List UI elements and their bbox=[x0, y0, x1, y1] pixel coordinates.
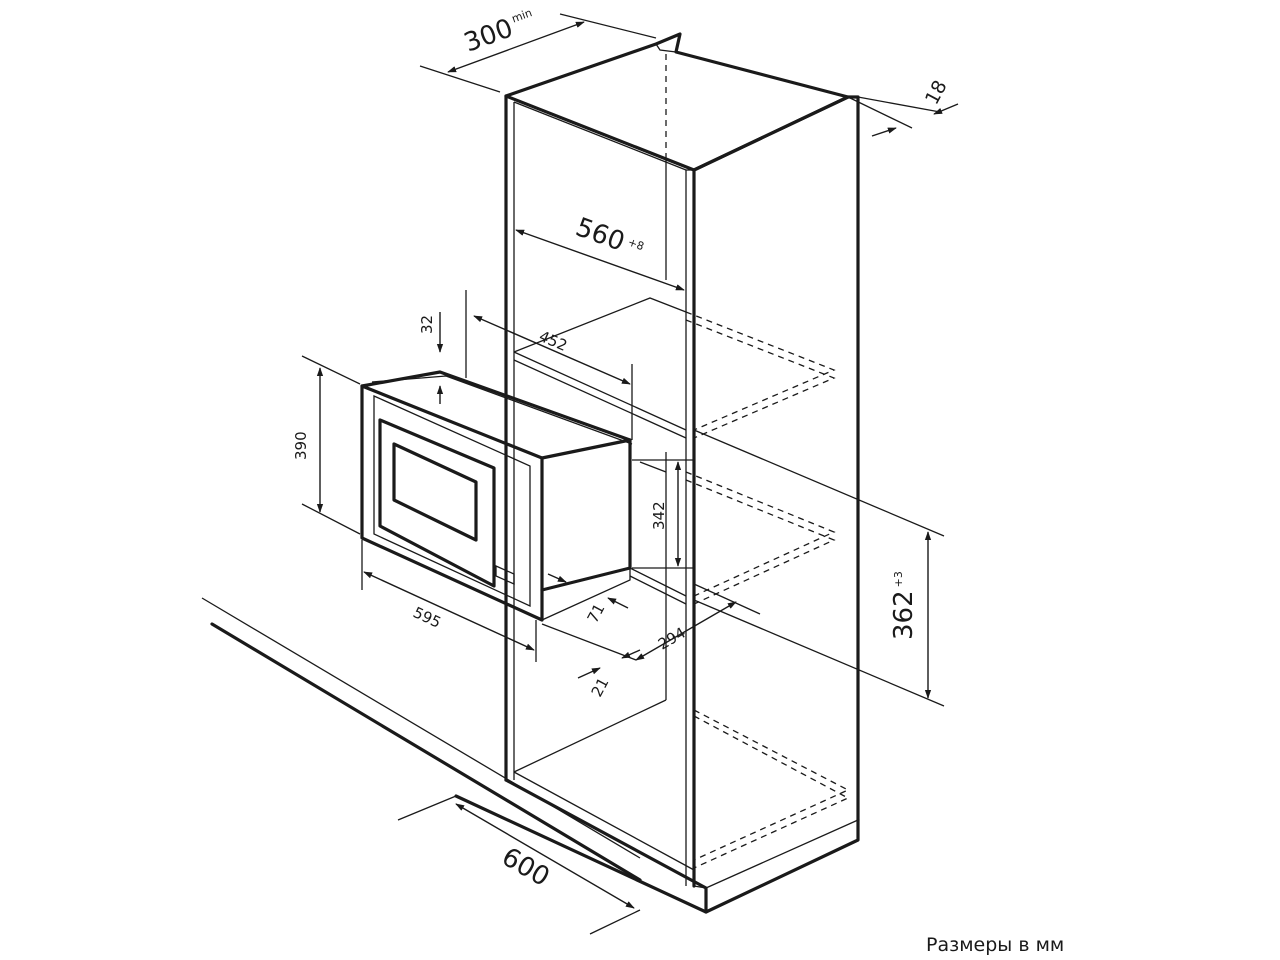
label-cabinet-width: 600 bbox=[497, 842, 555, 893]
label-niche-height: 362+3 bbox=[889, 571, 919, 640]
label-frame-thickness: 21 bbox=[588, 675, 613, 700]
dimension-labels: 300min 18 560+8 32 452 390 342 595 71 29… bbox=[292, 5, 952, 893]
label-niche-depth: 294 bbox=[655, 624, 689, 654]
label-depth-min: 300min bbox=[460, 5, 539, 58]
dimension-lines bbox=[301, 13, 959, 935]
floor-lines bbox=[201, 597, 642, 882]
label-panel-thickness: 18 bbox=[921, 77, 952, 109]
label-niche-width: 560+8 bbox=[572, 212, 648, 264]
label-mw-height: 390 bbox=[292, 431, 310, 460]
label-mw-top-offset: 32 bbox=[418, 315, 436, 334]
label-mw-width: 595 bbox=[410, 603, 444, 631]
cabinet bbox=[454, 32, 860, 914]
label-body-height: 342 bbox=[650, 501, 668, 530]
label-bottom-offset: 71 bbox=[584, 601, 609, 626]
microwave bbox=[360, 370, 633, 622]
units-caption: Размеры в мм bbox=[926, 934, 1065, 956]
